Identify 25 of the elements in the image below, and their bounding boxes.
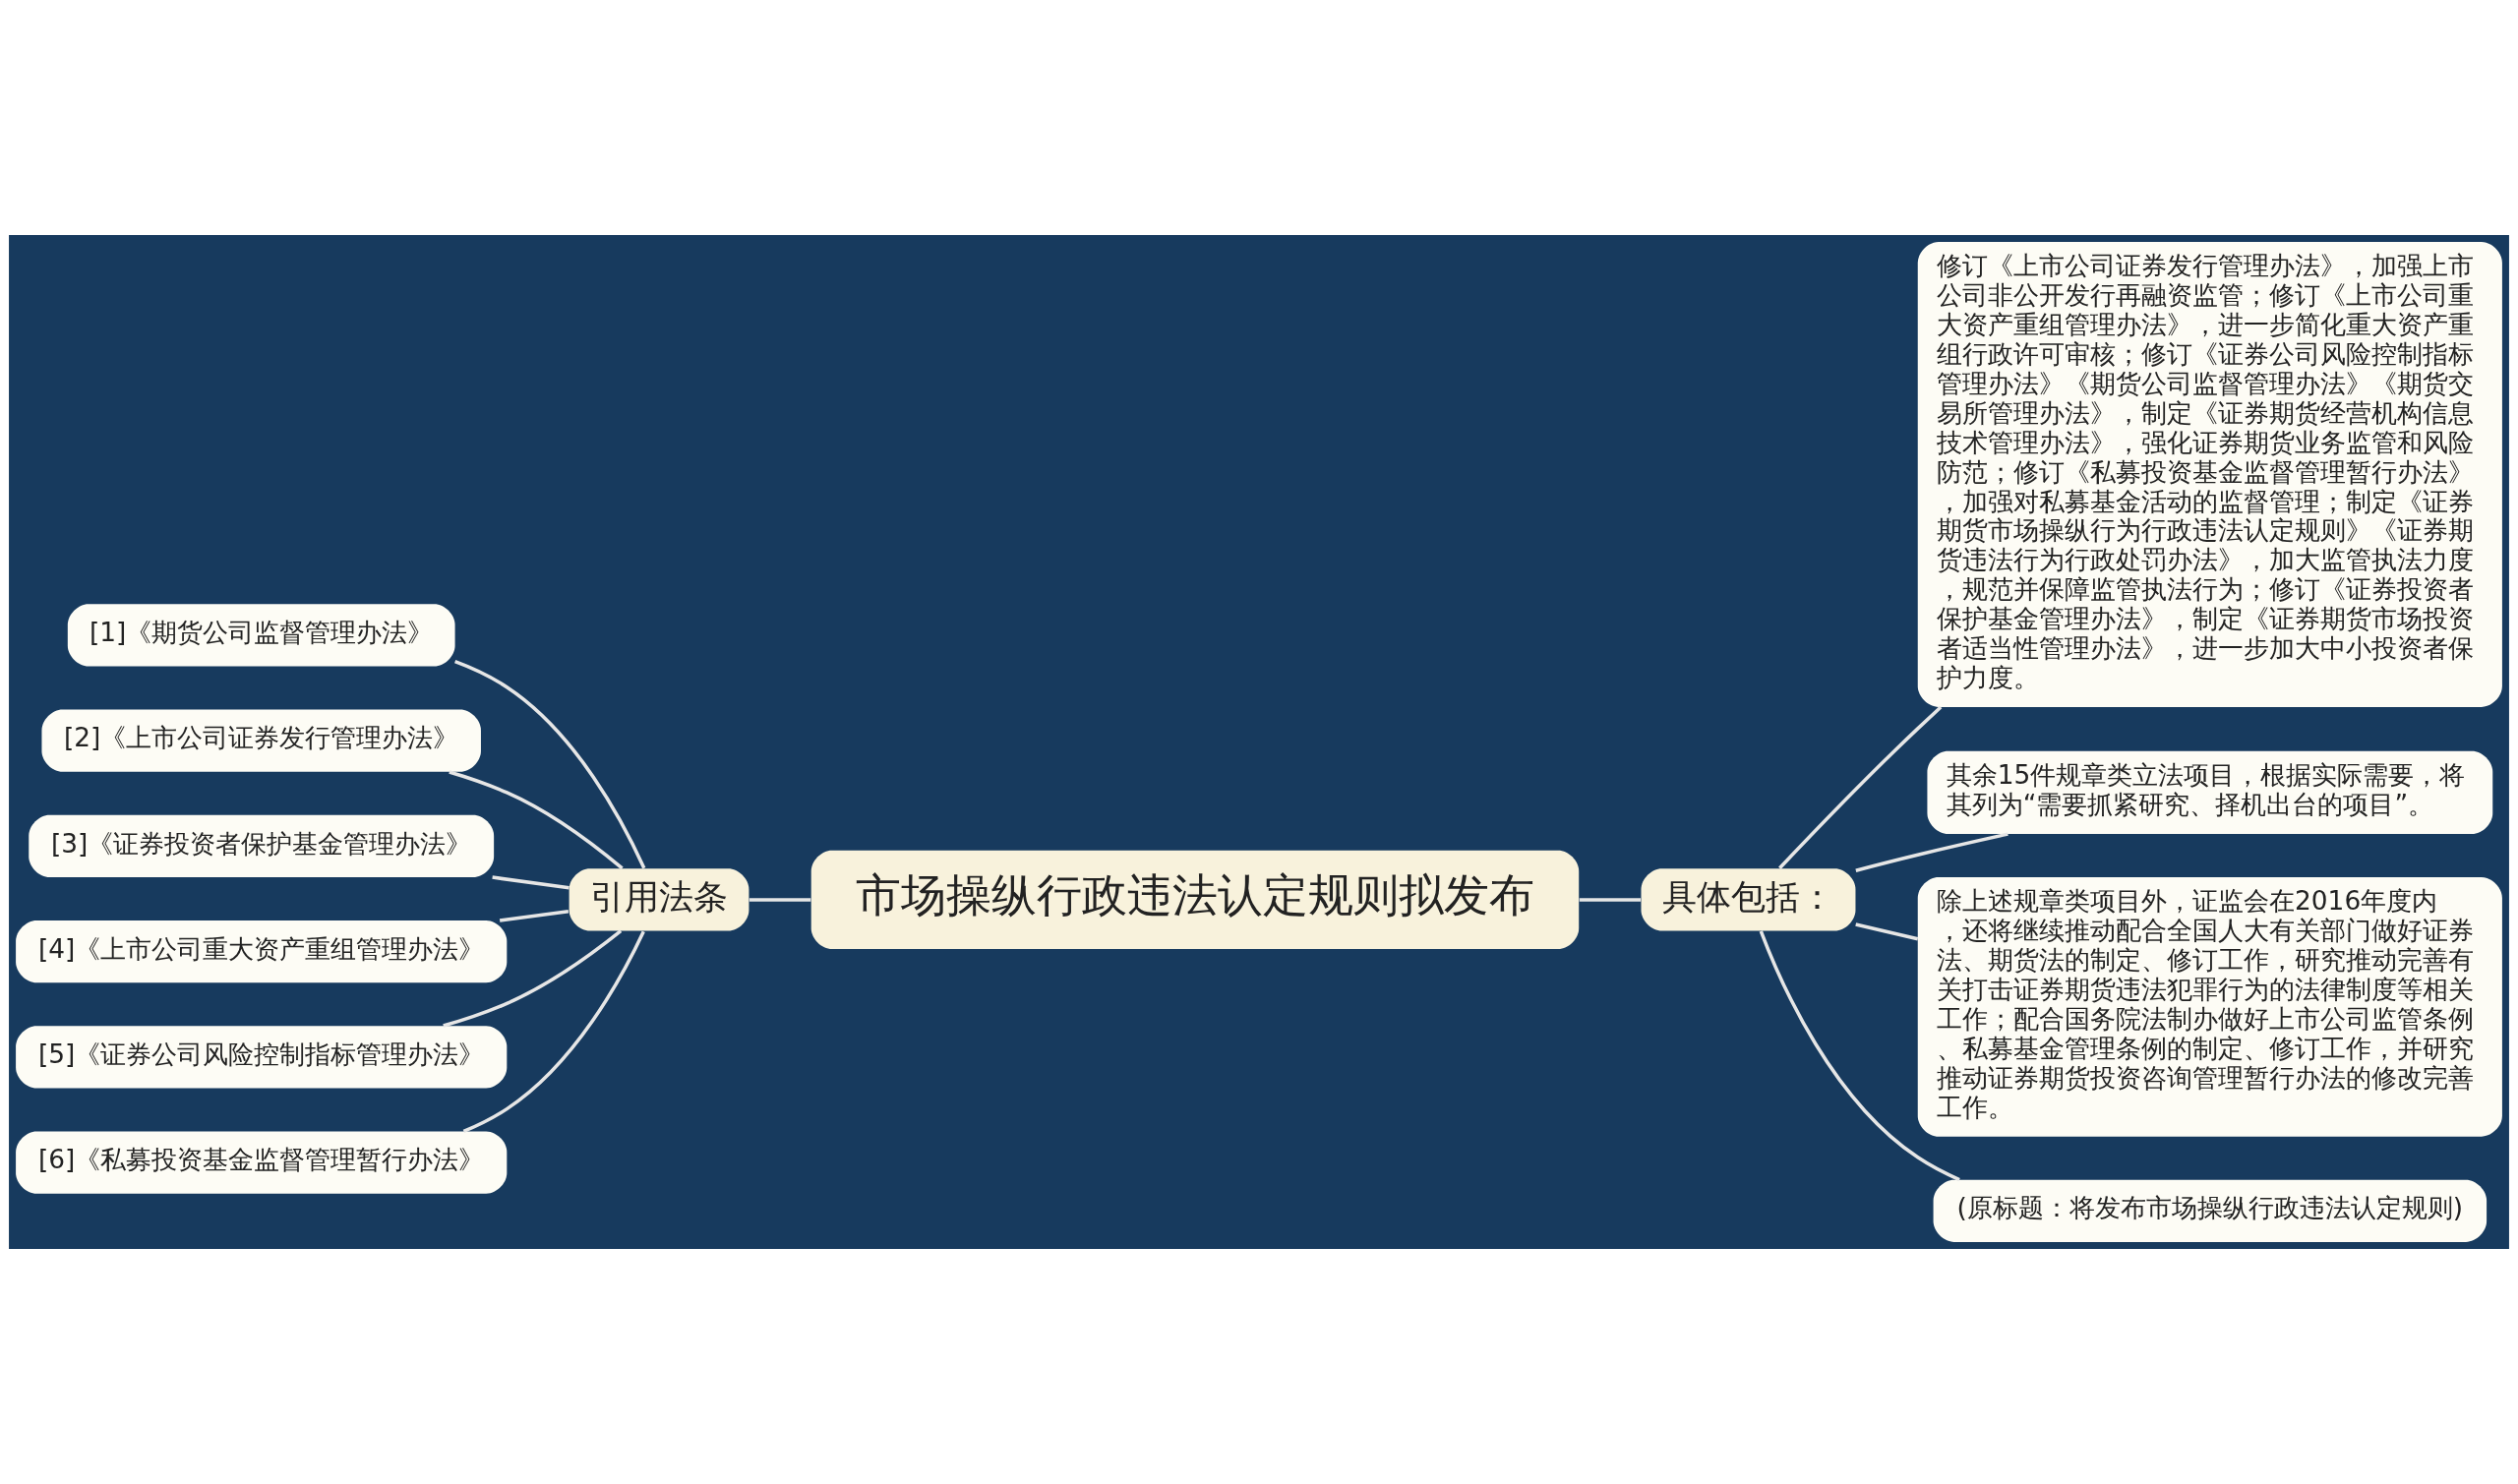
node-box: 修订《上市公司证券发行管理办法》，加强上市公司非公开发行再融资监管；修订《上市公司重大资产重组管理办法》，进一步简化重大资产重组行政许可审核；修订《证券公司风险控制指标管理办法》《期货公司监督管理办法》《期货交易所管理办法》，制定《证券期货经营机构信息技术管理办法》，强化证券期货业务监管和风险防范；修订《私募投资基金监督管理暂行办法》，加强对私募基金活动的监督管理；制定《证券期货市场操纵行为行政违法认定规则》《证券期货违法行为行政处罚办法》，加大监管执法力度，规范并保障监管执法行为；修订《证券投资者保护基金管理办法》，制定《证券期货市场投资者适当性管理办法》，进一步加大中小投资者保护力度。	[1917, 242, 2502, 707]
node-box: [6]《私募投资基金监督管理暂行办法》	[16, 1131, 508, 1194]
connector	[1855, 832, 2008, 872]
connector	[1759, 930, 1960, 1182]
node-box: [2]《上市公司证券发行管理办法》	[41, 709, 481, 772]
connector	[1855, 922, 1919, 941]
connector	[1579, 898, 1642, 902]
node-box: [4]《上市公司重大资产重组管理办法》	[16, 920, 508, 983]
connector	[1778, 705, 1943, 869]
node-box: [3]《证券投资者保护基金管理办法》	[29, 814, 495, 878]
connector	[749, 898, 811, 902]
node-box: [5]《证券公司风险控制指标管理办法》	[16, 1026, 508, 1089]
connector	[443, 929, 623, 1028]
node-box: 除上述规章类项目外，证监会在2016年度内，还将继续推动配合全国人大有关部门做好证券法、期货法的制定、修订工作，研究推动完善有关打击证券期货违法犯罪行为的法律制度等相关工作；配合国务院法制办做好上市公司监管条例、私募基金管理条例的制定、修订工作，并研究推动证券期货投资咨询管理暂行办法的修改完善工作。	[1917, 877, 2502, 1137]
connector	[492, 875, 570, 890]
connector	[454, 660, 646, 869]
node-box: [1]《期货公司监督管理办法》	[67, 604, 455, 667]
connector	[449, 770, 624, 870]
node-box: 具体包括：	[1641, 868, 1856, 931]
node-box: 市场操纵行政违法认定规则拟发布	[810, 850, 1580, 949]
node-box: 其余15件规章类立法项目，根据实际需要，将其列为“需要抓紧研究、择机出台的项目”。	[1927, 750, 2493, 835]
connector	[462, 930, 645, 1133]
node-box: (原标题：将发布市场操纵行政违法认定规则)	[1933, 1179, 2488, 1242]
connector	[499, 910, 570, 922]
node-box: 引用法条	[569, 868, 749, 931]
